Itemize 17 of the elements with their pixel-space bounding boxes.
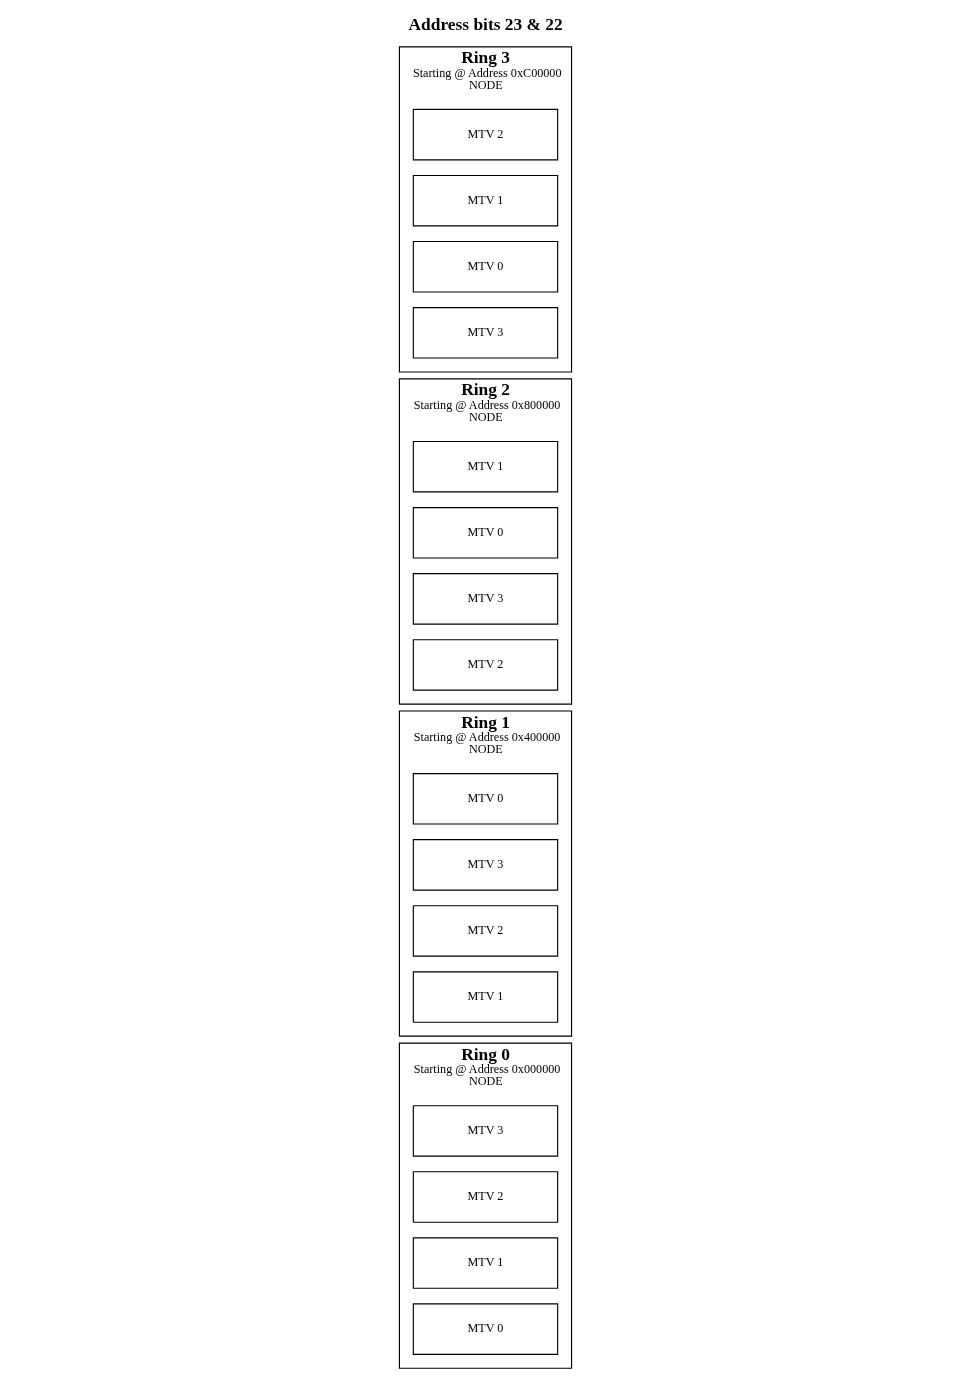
node-box: MTV 0 <box>412 1303 558 1355</box>
node-box: MTV 2 <box>412 639 558 691</box>
node-box: MTV 2 <box>412 108 558 161</box>
node-box: MTV 3 <box>412 307 558 359</box>
node-box: MTV 1 <box>412 971 558 1023</box>
node-box: MTV 1 <box>412 174 558 227</box>
node-box: MTV 1 <box>412 1237 558 1289</box>
node-box: MTV 3 <box>412 839 558 891</box>
node-box: MTV 3 <box>412 1105 558 1157</box>
node-box: MTV 0 <box>412 773 558 825</box>
node-box: MTV 2 <box>412 905 558 957</box>
node-box: MTV 1 <box>412 440 558 493</box>
diagram-title: Address bits 23 & 22 <box>408 15 563 35</box>
node-box: MTV 0 <box>412 241 558 293</box>
node-box: MTV 0 <box>412 507 558 559</box>
node-box: MTV 2 <box>412 1171 558 1223</box>
node-box: MTV 3 <box>412 573 558 625</box>
